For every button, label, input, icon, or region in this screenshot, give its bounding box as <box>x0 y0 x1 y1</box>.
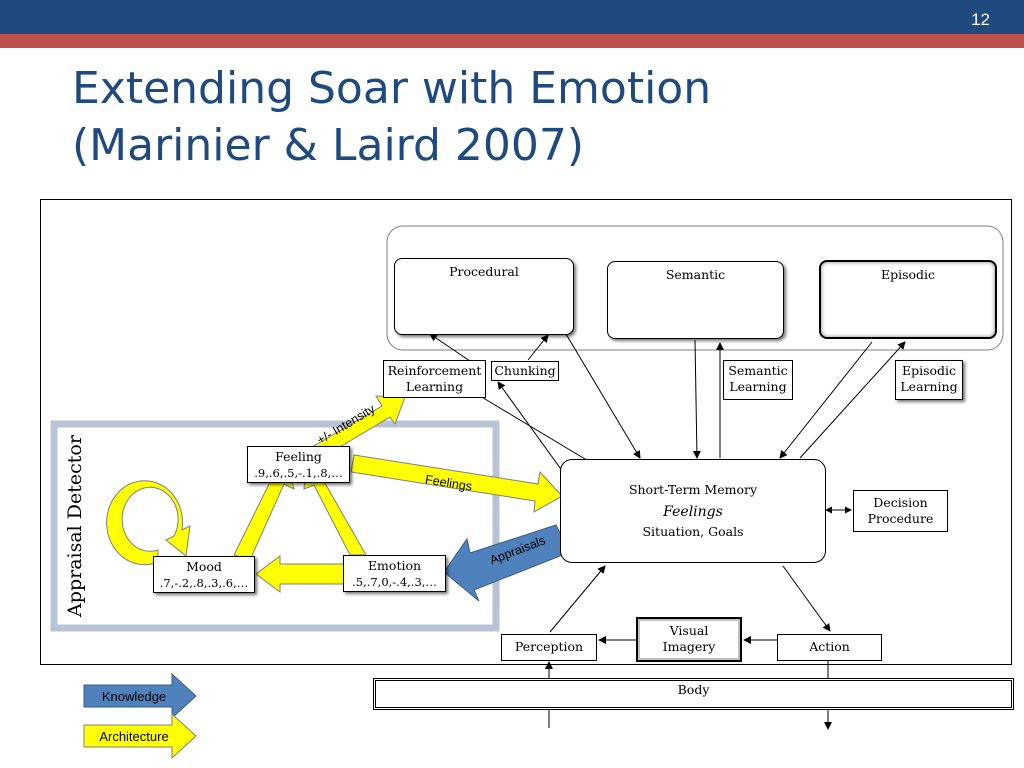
visual-line1: Visual <box>669 623 709 638</box>
slide-title-line2: (Marinier & Laird 2007) <box>72 120 585 171</box>
slide-title: Extending Soar with Emotion (Marinier & … <box>72 60 972 174</box>
feeling-box: Feeling .9,.6,.5,-.1,.8,… <box>247 446 350 483</box>
emotion-title: Emotion <box>367 558 422 573</box>
stm-to-action-arrow <box>782 565 831 632</box>
semantic-label: Semantic <box>665 267 726 282</box>
decision-line1: Decision <box>873 495 928 510</box>
perception-box: Perception <box>501 634 597 661</box>
legend-knowledge-label: Knowledge <box>102 689 166 704</box>
emotion-box: Emotion .5,.7,0,-.4,.3,… <box>343 555 446 592</box>
reinforcement-learning-line2: Learning <box>405 379 464 394</box>
perception-to-stm-arrow <box>549 565 606 633</box>
reinforcement-learning-line1: Reinforcement <box>387 363 482 378</box>
decision-line2: Procedure <box>867 511 934 526</box>
emotion-values: .5,.7,0,-.4,.3,… <box>352 575 437 589</box>
mood-self-loop <box>106 480 191 566</box>
appraisals-arrow <box>443 524 571 602</box>
short-term-memory: Short-Term Memory Feelings Situation, Go… <box>560 459 826 563</box>
feeling-title: Feeling <box>275 449 322 464</box>
episodic-to-stm-arrow <box>779 341 873 459</box>
chunking-box: Chunking <box>491 361 559 381</box>
procedural-memory: Procedural <box>394 258 574 335</box>
episodic-label: Episodic <box>880 267 936 282</box>
action-box: Action <box>777 634 882 661</box>
decision-procedure-box: Decision Procedure <box>853 490 948 532</box>
feelings-arrow <box>350 454 563 513</box>
emotion-to-mood-arrow <box>255 555 346 593</box>
perception-label: Perception <box>514 639 584 654</box>
semantic-learning-box: Semantic Learning <box>723 360 793 400</box>
appraisal-detector-title: Appraisal Detector <box>64 434 86 618</box>
diagram-frame <box>40 199 1012 665</box>
stm-situation: Situation, Goals <box>642 524 744 539</box>
semantic-learning-line1: Semantic <box>728 363 788 378</box>
episodic-learning-box: Episodic Learning <box>895 360 963 400</box>
visual-line2: Imagery <box>662 639 716 654</box>
stm-to-episodic-arrow <box>799 341 906 459</box>
mood-values: .7,-.2,.8,.3,.6,… <box>159 576 249 590</box>
procedural-label: Procedural <box>449 264 519 279</box>
semantic-to-stm-arrow <box>692 339 701 459</box>
semantic-memory: Semantic <box>607 261 784 339</box>
body-label: Body <box>677 682 710 697</box>
body-box: Body <box>373 678 1014 710</box>
procedural-to-stm-line <box>479 395 591 463</box>
header-bar <box>0 0 1024 34</box>
semantic-learning-line2: Learning <box>729 379 787 394</box>
action-label: Action <box>809 639 850 654</box>
mood-title: Mood <box>186 559 222 574</box>
mood-box: Mood .7,-.2,.8,.3,.6,… <box>153 556 255 593</box>
stm-to-chunking-arrow <box>497 381 564 473</box>
episodic-learning-line2: Learning <box>900 379 958 394</box>
chunking-label: Chunking <box>494 363 556 378</box>
chunking-to-procedural-arrow <box>527 334 549 361</box>
stm-feelings: Feelings <box>663 504 723 520</box>
header-accent-bar <box>0 34 1024 48</box>
procedural-to-stm-arrow <box>565 333 641 459</box>
legend-architecture-label: Architecture <box>99 729 168 744</box>
episodic-learning-line1: Episodic <box>901 363 957 378</box>
stm-title: Short-Term Memory <box>628 482 758 497</box>
legend-architecture-arrow <box>83 712 197 760</box>
reinforcement-learning-box: Reinforcement Learning <box>383 360 486 398</box>
episodic-memory: Episodic <box>819 260 997 339</box>
slide-title-line1: Extending Soar with Emotion <box>72 63 712 114</box>
visual-imagery-box: Visual Imagery <box>636 617 742 662</box>
legend-knowledge-arrow <box>83 672 197 720</box>
feeling-values: .9,.6,.5,-.1,.8,… <box>254 466 343 480</box>
reinforcement-to-procedural-arrow <box>429 333 471 362</box>
slide-number: 12 <box>971 10 990 29</box>
